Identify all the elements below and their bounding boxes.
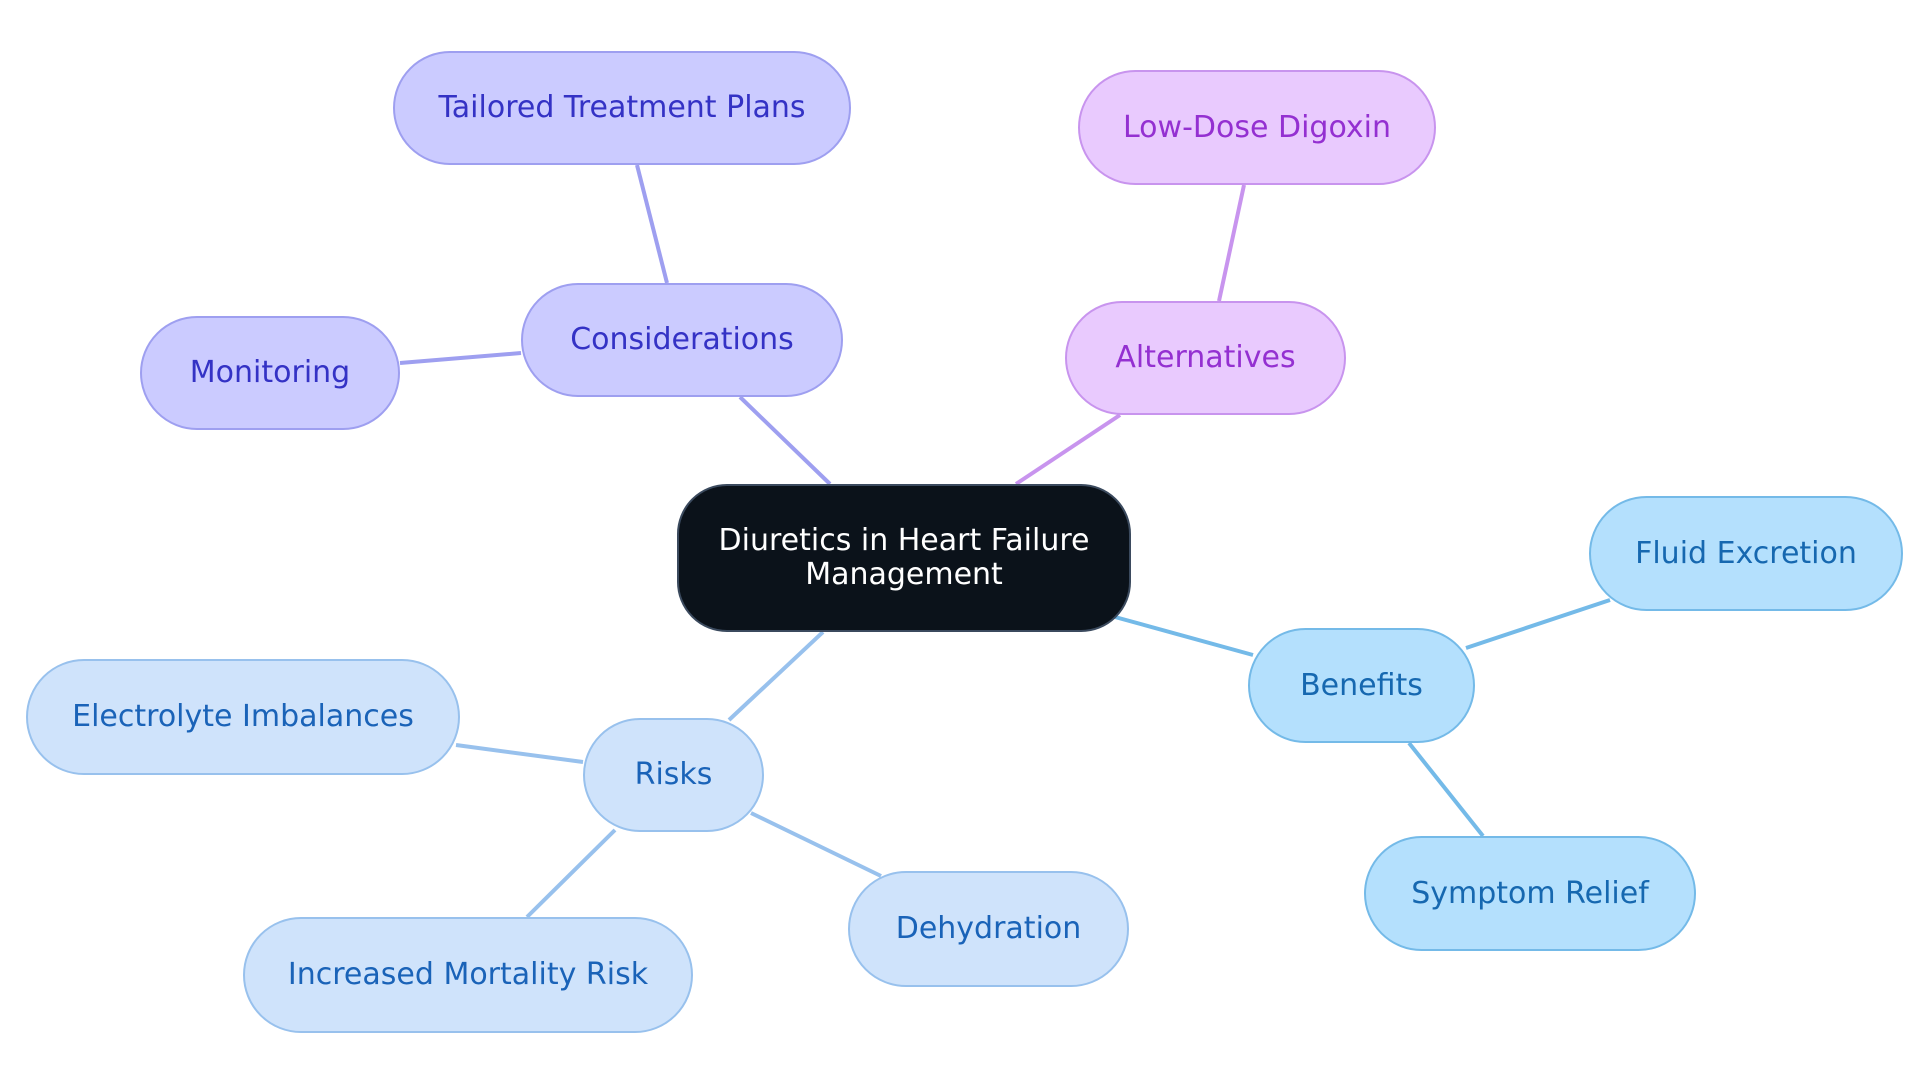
root-label-line-1: Diuretics in Heart Failure xyxy=(718,523,1090,558)
node-symptom-relief-label: Symptom Relief xyxy=(1411,875,1649,911)
node-monitoring[interactable]: Monitoring xyxy=(140,316,400,430)
node-risks[interactable]: Risks xyxy=(583,718,764,832)
node-tailored-treatment-plans-label: Tailored Treatment Plans xyxy=(438,90,806,125)
edge-root-considerations xyxy=(738,395,832,486)
root-label-line-2: Management xyxy=(805,557,1003,592)
edge-risks-mortality xyxy=(525,828,617,919)
edge-risks-electrolyte xyxy=(455,743,584,764)
node-risks-label: Risks xyxy=(634,757,713,792)
node-electrolyte-imbalances[interactable]: Electrolyte Imbalances xyxy=(26,659,460,775)
edge-risks-dehydration xyxy=(750,811,882,878)
edge-root-benefits xyxy=(1114,615,1254,657)
edge-alternatives-digoxin xyxy=(1217,184,1246,302)
node-benefits-label: Benefits xyxy=(1300,667,1423,703)
node-monitoring-label: Monitoring xyxy=(189,355,351,390)
edge-considerations-tailored xyxy=(635,164,669,284)
edge-considerations-monitoring xyxy=(399,351,522,365)
edge-benefits-fluid xyxy=(1465,598,1611,650)
node-fluid-excretion-label: Fluid Excretion xyxy=(1635,535,1857,571)
node-electrolyte-imbalances-label: Electrolyte Imbalances xyxy=(72,699,414,734)
edge-root-risks xyxy=(727,630,825,722)
node-dehydration[interactable]: Dehydration xyxy=(848,871,1129,987)
node-alternatives-label: Alternatives xyxy=(1115,340,1296,375)
node-low-dose-digoxin[interactable]: Low-Dose Digoxin xyxy=(1078,70,1436,185)
node-increased-mortality-risk-label: Increased Mortality Risk xyxy=(287,957,649,992)
node-considerations[interactable]: Considerations xyxy=(521,283,843,397)
root-node[interactable]: Diuretics in Heart Failure Management xyxy=(677,484,1131,632)
node-alternatives[interactable]: Alternatives xyxy=(1065,301,1346,415)
node-dehydration-label: Dehydration xyxy=(895,911,1082,946)
node-benefits[interactable]: Benefits xyxy=(1248,628,1475,743)
node-increased-mortality-risk[interactable]: Increased Mortality Risk xyxy=(243,917,693,1033)
node-low-dose-digoxin-label: Low-Dose Digoxin xyxy=(1123,109,1391,145)
edge-root-alternatives xyxy=(1014,413,1122,486)
node-considerations-label: Considerations xyxy=(570,322,794,357)
edge-benefits-symptom xyxy=(1407,741,1485,838)
node-symptom-relief[interactable]: Symptom Relief xyxy=(1364,836,1696,951)
node-tailored-treatment-plans[interactable]: Tailored Treatment Plans xyxy=(393,51,851,165)
node-fluid-excretion[interactable]: Fluid Excretion xyxy=(1589,496,1903,611)
root-label: Diuretics in Heart Failure Management xyxy=(719,524,1090,592)
